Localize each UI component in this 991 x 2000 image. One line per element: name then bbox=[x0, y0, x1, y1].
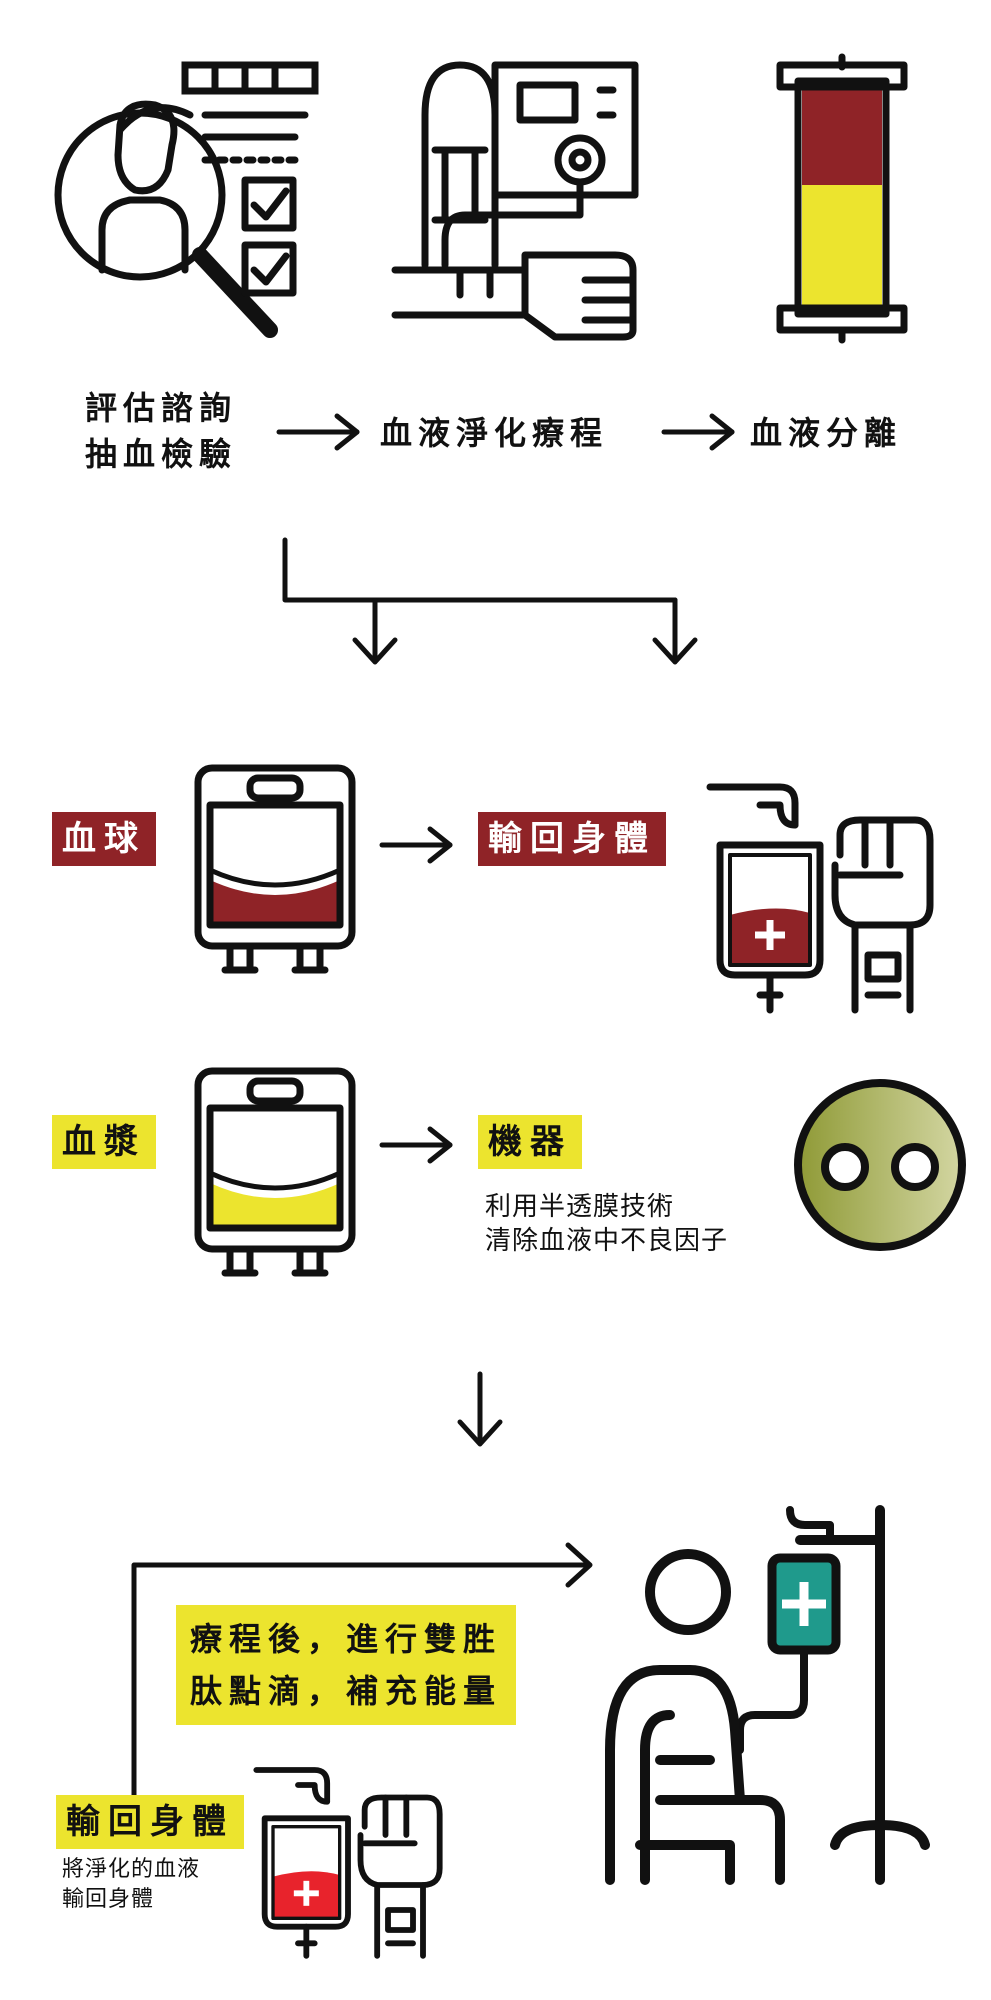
arrow-down-icon bbox=[457, 1371, 503, 1447]
filter-machine-icon bbox=[794, 1079, 966, 1251]
machine-description: 利用半透膜技術 清除血液中不良因子 bbox=[485, 1192, 729, 1256]
patient-iv-drip-icon bbox=[605, 1505, 930, 1885]
return-body-description: 將淨化的血液 輸回身體 bbox=[62, 1857, 201, 1912]
return-loop-arrow-icon bbox=[131, 1542, 593, 1808]
step-separation-label: 血液分離 bbox=[750, 414, 903, 452]
iv-drip-arm-icon bbox=[706, 783, 934, 1014]
after-treatment-note: 療程後，進行雙胜 肽點滴，補充能量 bbox=[176, 1605, 517, 1725]
split-arrow-icon bbox=[282, 537, 698, 665]
step-purification-label: 血液淨化療程 bbox=[380, 414, 609, 452]
arrow-right-icon bbox=[276, 413, 360, 451]
step-assessment-label: 評估諮詢 抽血檢驗 bbox=[85, 389, 238, 473]
arrow-right-icon bbox=[379, 1126, 453, 1164]
return-body-bottom-tag: 輸回身體 bbox=[56, 1795, 244, 1849]
machine-tag: 機器 bbox=[478, 1115, 582, 1169]
iv-drip-arm-red-icon bbox=[253, 1767, 443, 1959]
return-body-tag: 輸回身體 bbox=[478, 812, 666, 866]
plasma-tag: 血漿 bbox=[52, 1115, 156, 1169]
arrow-right-icon bbox=[661, 413, 735, 451]
blood-cells-tag: 血球 bbox=[52, 812, 156, 866]
arrow-right-icon bbox=[379, 826, 453, 864]
blood-separation-tube-icon bbox=[776, 53, 908, 344]
blood-bag-icon bbox=[194, 764, 356, 974]
plasma-bag-icon bbox=[194, 1067, 356, 1277]
blood-purification-machine-icon bbox=[391, 61, 639, 341]
consultation-icon bbox=[54, 61, 319, 338]
